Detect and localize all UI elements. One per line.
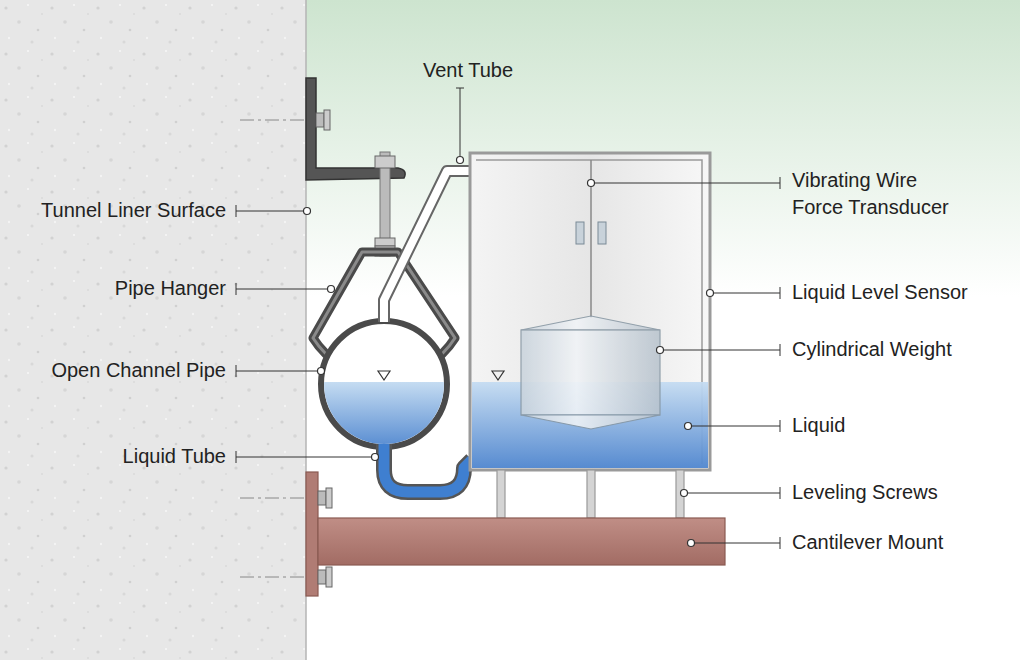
leader-dot [685,423,692,430]
water-level-symbol [492,371,504,380]
leveling-screw [587,470,595,518]
liquid-tube [384,444,472,492]
part-label: Leveling Screws [792,479,938,506]
centerline [240,120,304,121]
part-label: Cylindrical Weight [792,336,952,363]
bolt-head [318,491,326,505]
leader-line [692,420,780,432]
leader-dots [304,157,714,547]
leader-line [236,365,317,377]
part-label: Liquid Tube [123,443,226,470]
centerline [240,498,304,499]
bolt-nut [326,567,332,587]
part-label: Liquid [792,412,845,439]
part-label: Vent Tube [423,57,513,84]
leader-dot [328,286,335,293]
tunnel-liner [0,0,306,660]
part-label: Cantilever Mount [792,529,943,556]
leveling-screw [497,470,505,518]
leader-line [236,205,303,217]
transducer-clamp [598,222,606,244]
part-label: Pipe Hanger [115,275,226,302]
pipe-liquid [320,382,450,452]
part-label: Vibrating Wire Force Transducer [792,167,970,221]
bolt-nut [324,110,330,130]
vent-tube [384,171,472,322]
part-label: Tunnel Liner Surface [41,197,226,224]
vent-tube-outline [384,171,472,322]
liquid-level-sensor [470,153,710,470]
leader-dot [681,490,688,497]
leader-line [236,451,371,463]
liquid-tube-outline [384,444,472,492]
weight-top [521,316,660,330]
leader-dot [588,180,595,187]
transducer-clamp [576,222,584,244]
leader-line [236,283,327,295]
leader-dot [372,454,379,461]
rod-nut [375,156,395,168]
mount-plate [306,472,318,596]
leveling-screws [497,470,684,518]
leader-dot [318,368,325,375]
weight-body [521,330,660,415]
water-level-symbol [378,371,390,380]
bolt-head [318,570,326,584]
leader-line [695,537,780,549]
leader-dot [304,208,311,215]
cylindrical-weight [521,316,660,429]
cantilever-mount [318,518,725,565]
leader-dot [688,540,695,547]
leader-line [456,88,464,156]
part-label: Liquid Level Sensor [792,279,968,306]
leader-line [664,344,780,356]
leader-dot [457,157,464,164]
centerline [240,577,304,578]
rod-nut [375,238,395,246]
leader-dot [657,347,664,354]
bolt-nut [326,488,332,508]
weight-bottom [521,415,660,429]
leader-line [714,287,780,299]
part-label: Open Channel Pipe [51,357,226,384]
anchor-centerlines [240,120,304,577]
leader-line [595,177,780,189]
bolt-head [316,113,324,127]
leader-lines [236,88,780,549]
angle-bracket [306,78,405,180]
leader-dot [707,290,714,297]
leader-line [688,487,780,499]
